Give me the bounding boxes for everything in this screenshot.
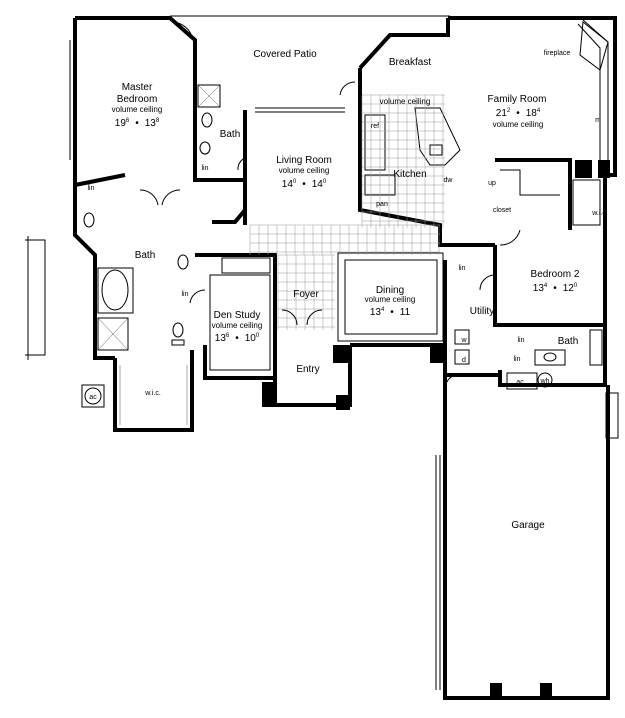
label-living-room: Living Room [276,155,332,166]
label-den-note: volume ceiling [212,321,263,330]
label-bath-right: Bath [558,336,579,347]
dim-master: 196•138 [115,118,160,129]
label-wh: wh [540,378,550,385]
label-utility: Utility [470,306,494,317]
label-up: up [488,180,496,187]
label-lin-left2: lin [181,291,188,298]
label-kitchen-note: volume ceiling [380,97,431,106]
dim-family: 212•184 [496,108,541,119]
room-labels: Covered Patio Breakfast Master Bedroom v… [87,49,607,531]
label-breakfast: Breakfast [389,57,431,68]
label-pan: pan [376,201,388,208]
label-m: m [595,117,601,124]
label-foyer: Foyer [293,289,319,300]
label-lin-left1: lin [87,185,94,192]
label-dining-note: volume ceiling [365,295,416,304]
label-fireplace: fireplace [544,50,571,57]
label-dw: dw [444,177,454,184]
label-ref: ref [371,123,379,130]
dim-dining: 134•11 [370,307,411,318]
label-bedroom2: Bedroom 2 [531,269,580,280]
label-ac-right: ac [516,379,524,386]
doors [139,21,521,391]
label-garage: Garage [511,520,545,531]
label-dining: Dining [376,285,404,296]
label-kitchen: Kitchen [393,169,426,180]
columns [262,160,610,698]
label-entry: Entry [296,364,319,375]
label-family-room: Family Room [488,94,547,105]
label-living-note: volume ceiling [279,166,330,175]
label-wic-left: w.i.c. [144,390,161,397]
label-d: d [462,357,466,364]
label-ac-left: ac [89,394,97,401]
label-lin-right1: lin [517,337,524,344]
label-covered-patio: Covered Patio [253,49,317,60]
dim-bedroom2: 134•120 [533,283,578,294]
label-family-note: volume ceiling [493,120,544,129]
label-closet: closet [493,207,511,214]
interior-details [25,19,619,690]
label-master-bath: Bath [135,250,156,261]
label-bath-upper: Bath [220,129,241,140]
dim-living: 140•140 [282,179,327,190]
label-den-study: Den Study [214,310,261,321]
tile-floor [249,94,445,330]
label-lin-right2: lin [513,356,520,363]
label-lin-upper: lin [201,165,208,172]
label-lin-bed2: lin [458,265,465,272]
dim-den: 136•100 [215,333,260,344]
label-wic-right: w.i.c. [591,210,608,217]
label-w: w [460,337,467,344]
label-master-note: volume ceiling [112,105,163,114]
label-master-line2: Bedroom [117,94,158,105]
label-master-line1: Master [122,82,153,93]
